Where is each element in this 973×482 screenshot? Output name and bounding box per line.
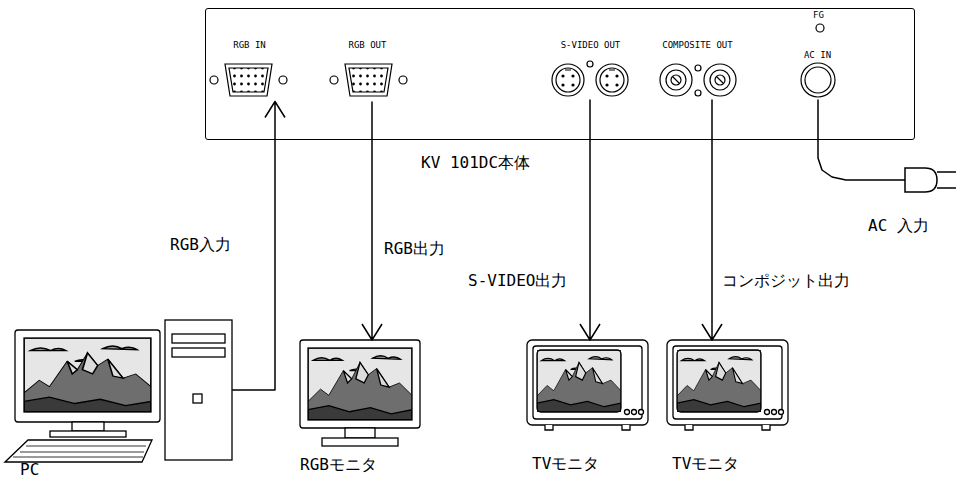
- signal-label: RGB出力: [382, 240, 447, 258]
- signal-label: S-VIDEO出力: [466, 272, 569, 290]
- port-connector: RGB IN: [208, 40, 292, 102]
- device-body: KV 101DC本体RGB INRGB OUTS-VIDEO OUTCOMPOS…: [205, 8, 915, 140]
- node-label: PC: [20, 461, 39, 479]
- plug-illustration: [905, 168, 956, 192]
- port-connector: AC IN: [798, 50, 838, 100]
- signal-label: RGB入力: [168, 236, 233, 254]
- port-connector: RGB OUT: [328, 40, 408, 102]
- signal-arrow: [362, 102, 382, 341]
- signal-arrow: [702, 100, 722, 341]
- node-label: RGBモニタ: [300, 456, 377, 474]
- device-ports: [210, 24, 835, 97]
- port-connector: COMPOSITE OUT: [655, 40, 741, 100]
- node-label: KV 101DC本体: [421, 154, 530, 172]
- tv-illustration: [527, 340, 788, 430]
- terminal-label: FG: [813, 10, 824, 20]
- port-label: S-VIDEO OUT: [561, 40, 621, 50]
- pc-node: PC: [5, 320, 232, 480]
- port-label: RGB OUT: [349, 40, 387, 50]
- rgb-monitor-illustration: [300, 340, 420, 446]
- node-label: TVモニタ: [532, 455, 599, 473]
- signal-arrow: [580, 100, 600, 341]
- tv-node: TVモニタ: [667, 340, 788, 480]
- signal-label: コンポジット出力: [720, 272, 852, 290]
- tv-node: TVモニタ: [527, 340, 648, 480]
- port-label: COMPOSITE OUT: [662, 40, 732, 50]
- port-label: RGB IN: [233, 40, 266, 50]
- signal-arrow: [232, 102, 285, 391]
- node-label: AC 入力: [868, 217, 929, 235]
- node-label: TVモニタ: [672, 455, 739, 473]
- plug-node: AC 入力: [905, 165, 957, 195]
- monitor-node: RGBモニタ: [296, 340, 425, 480]
- port-label: AC IN: [804, 50, 831, 60]
- port-connector: S-VIDEO OUT: [548, 40, 634, 100]
- pc-illustration: [5, 320, 232, 462]
